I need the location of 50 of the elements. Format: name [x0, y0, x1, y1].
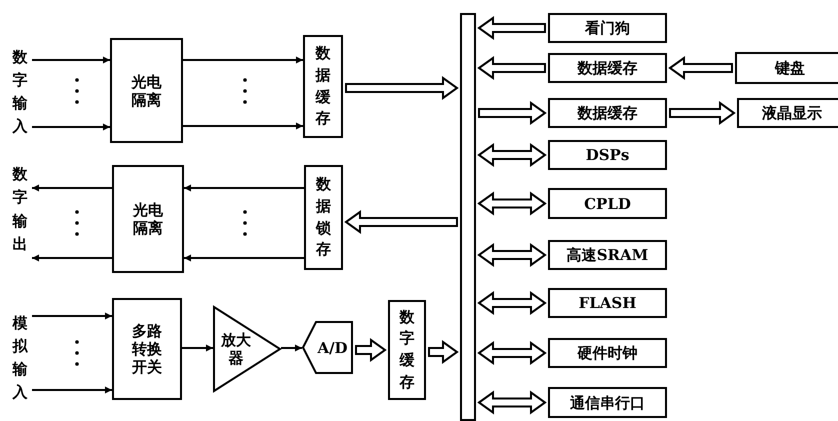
- process-box: 光电隔离: [112, 165, 184, 273]
- process-box: 高速SRAM: [548, 240, 667, 270]
- arrow: [32, 124, 110, 130]
- process-box: FLASH: [548, 288, 667, 318]
- arrow: [32, 312, 112, 320]
- process-box: 液晶显示: [737, 98, 838, 128]
- arrow: [183, 122, 303, 130]
- process-box: DSPs: [548, 140, 667, 170]
- bus-bar: [460, 13, 476, 421]
- process-box: 数据缓存: [548, 53, 667, 83]
- signal-label: 模拟输入: [8, 308, 32, 408]
- arrow: [32, 254, 112, 262]
- arrow: [184, 254, 304, 262]
- block-arrow: [355, 338, 387, 362]
- process-box: 键盘: [735, 52, 838, 84]
- block-arrow: [477, 291, 547, 315]
- process-box: 光电隔离: [110, 38, 183, 143]
- block-arrow: [345, 76, 459, 100]
- process-box: 硬件时钟: [548, 338, 667, 368]
- signal-label: 数字输出: [8, 152, 32, 267]
- arrow: [32, 184, 112, 192]
- arrow: [182, 344, 213, 352]
- block-arrow: [669, 101, 736, 125]
- signal-label: 数字输入: [8, 42, 32, 142]
- arrow: [184, 184, 304, 192]
- arrow: [281, 344, 302, 352]
- block-arrow: [477, 341, 547, 365]
- block-arrow: [477, 16, 546, 40]
- process-box: CPLD: [548, 188, 667, 219]
- block-arrow: [477, 56, 546, 80]
- process-box: 多路转换开关: [112, 298, 182, 400]
- block-arrow: [477, 243, 547, 267]
- block-arrow: [477, 143, 547, 167]
- block-arrow: [477, 390, 547, 414]
- buffer-box: 数字缓存: [388, 300, 426, 400]
- block-arrow: [478, 101, 547, 125]
- buffer-box: 数据缓存: [303, 35, 343, 138]
- converter-box: A/D: [302, 321, 353, 374]
- block-arrow: [344, 210, 458, 234]
- arrow: [32, 386, 112, 394]
- process-box: 通信串行口: [548, 387, 667, 418]
- buffer-box: 数据锁存: [304, 165, 343, 270]
- arrow: [32, 56, 110, 64]
- process-box: 看门狗: [548, 13, 667, 43]
- block-arrow: [668, 56, 733, 80]
- amplifier-triangle: 放大器: [213, 306, 281, 392]
- block-arrow: [477, 192, 547, 216]
- block-arrow: [428, 340, 459, 364]
- process-box: 数据缓存: [548, 98, 667, 128]
- arrow: [183, 56, 303, 64]
